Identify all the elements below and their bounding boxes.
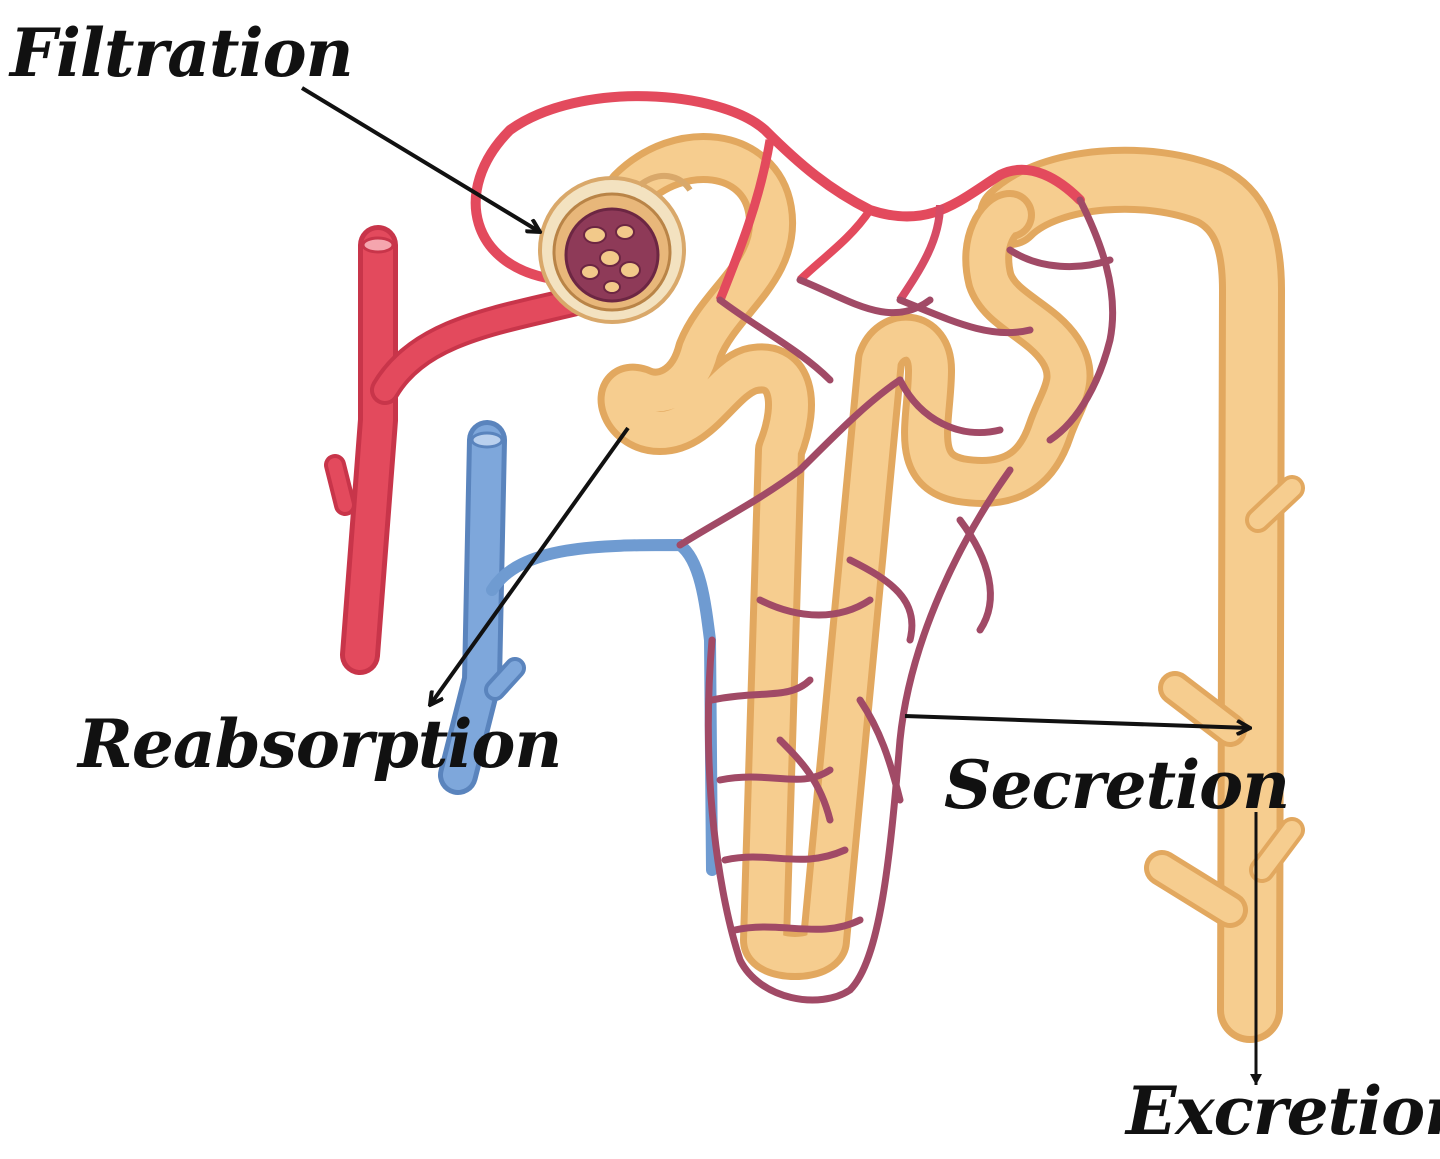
secretion-label: Secretion [944,746,1290,824]
secretion-arrow [904,714,1250,728]
reabsorption-label: Reabsorption [78,705,562,783]
process-arrows [300,86,1262,1085]
filtration-label: Filtration [10,14,354,92]
filtration-arrow [300,86,540,232]
collecting-duct [977,146,1305,1043]
glomerular-capsule [538,173,693,324]
peritubular-capillaries [676,196,1117,1004]
renal-tubule [597,133,1094,980]
reabsorption-arrow [430,426,630,705]
renal-vein [438,420,718,876]
efferent-arteriole [470,91,1085,303]
afferent-artery [324,225,595,675]
excretion-label: Excretion [1126,1072,1440,1150]
